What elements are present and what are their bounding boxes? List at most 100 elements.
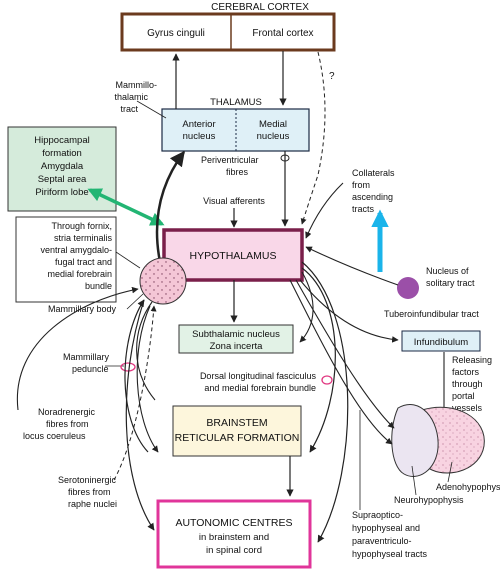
solitary-to-hypothalamus-arrow — [305, 246, 399, 286]
limbic-line-2: formation — [42, 148, 82, 159]
uncertain-connection-mark: ? — [329, 71, 335, 82]
serotoninergic-dashed-arrow — [113, 305, 157, 481]
collaterals-line-3: ascending — [352, 192, 393, 202]
supraoptico-tract-arrow-2 — [289, 279, 393, 445]
limbic-line-4: Septal area — [38, 174, 87, 185]
neurohypophysis-shape — [391, 403, 439, 477]
autonomic-centres-box — [156, 499, 312, 569]
periventricular-section-mark — [280, 154, 290, 162]
limbic-hypothalamus-green-arrow — [87, 188, 165, 226]
visual-afferents-label: Visual afferents — [203, 196, 265, 206]
pathways-line-2: stria terminalis — [54, 233, 113, 243]
infundibulum-label: Infundibulum — [414, 337, 468, 348]
releasing-line-4: portal — [452, 391, 475, 401]
pathways-line-1: Through fornix, — [51, 221, 112, 231]
mammillary-body-texture — [140, 258, 186, 304]
cortex-box — [120, 12, 336, 52]
supraoptico-line-3: paraventriculo- — [352, 536, 412, 546]
noradrenergic-arrow — [16, 286, 139, 411]
solitary-nucleus-line-2: solitary tract — [426, 278, 475, 288]
adenohypophysis-pointer — [447, 461, 453, 483]
pathways-line-6: bundle — [85, 281, 112, 291]
hypothalamus-to-autonomic-arrow — [301, 261, 349, 543]
dorsal-longitudinal-line-1: Dorsal longitudinal fasciculus — [200, 371, 317, 381]
hypothalamus-to-brainstem-arrow — [301, 267, 336, 453]
serotoninergic-line-2: fibres from — [68, 487, 111, 497]
noradrenergic-line-3: locus coeruleus — [23, 431, 86, 441]
medial-nucleus-line2: nucleus — [257, 131, 290, 142]
mammillary-to-brainstem-arrow — [136, 305, 159, 453]
tuberoinfundibular-label: Tuberoinfundibular tract — [384, 309, 479, 319]
thalamus-title: THALAMUS — [210, 97, 262, 108]
infundibulum-box — [401, 330, 481, 352]
adenohypophysis-label: Adenohypophysis — [436, 482, 500, 492]
supraoptico-line-1: Supraoptico- — [352, 510, 403, 520]
solitary-nucleus-line-1: Nucleus of — [426, 266, 469, 276]
solitary-nucleus-dot — [397, 277, 419, 299]
gyrus-cinguli-label: Gyrus cinguli — [147, 28, 205, 39]
mammillary-peduncle-line-2: peduncle — [72, 364, 109, 374]
limbic-line-1: Hippocampal — [34, 135, 89, 146]
limbic-line-5: Piriform lobe — [35, 187, 88, 198]
noradrenergic-line-1: Noradrenergic — [38, 407, 96, 417]
anterior-nucleus-line1: Anterior — [182, 119, 215, 130]
mammillothalamic-tract-arrow — [155, 150, 186, 263]
neurohypophysis-label: Neurohypophysis — [394, 495, 464, 505]
mammillary-to-autonomic-arrow — [125, 299, 155, 531]
collaterals-line-2: from — [352, 180, 370, 190]
mammillary-peduncle-line-1: Mammillary — [63, 352, 109, 362]
frontal-cortex-label: Frontal cortex — [252, 28, 313, 39]
periventricular-line-2: fibres — [226, 167, 249, 177]
noradrenergic-line-2: fibres from — [46, 419, 89, 429]
hypothalamus-to-subthalamic-side-arrow — [299, 271, 314, 343]
subthalamic-box — [178, 324, 294, 354]
releasing-line-2: factors — [452, 367, 480, 377]
frontal-to-hypothalamus-dashed-arrow — [300, 51, 326, 225]
collaterals-arrow — [305, 182, 344, 239]
autonomic-line-1: AUTONOMIC CENTRES — [175, 517, 292, 529]
cortex-title: CEREBRAL CORTEX — [211, 2, 309, 13]
medial-nucleus-line1: Medial — [259, 119, 287, 130]
mammillary-body-label: Mammillary body — [48, 304, 117, 314]
hypothalamus-label: HYPOTHALAMUS — [190, 250, 277, 262]
autonomic-line-3: in spinal cord — [206, 545, 262, 556]
periventricular-line-1: Periventricular — [201, 155, 259, 165]
hypothalamus-box — [162, 228, 304, 282]
dorsal-fasciculus-section-mark — [321, 375, 333, 385]
serotoninergic-line-1: Serotoninergic — [58, 475, 117, 485]
supraoptico-tract-arrow-1 — [295, 279, 395, 429]
supraoptico-line-4: hypophyseal tracts — [352, 549, 428, 559]
subthalamic-line-2: Zona incerta — [210, 341, 264, 352]
mammillary-peduncle-line — [136, 301, 156, 401]
releasing-line-1: Releasing — [452, 355, 492, 365]
pathways-box-pointer — [115, 251, 141, 269]
pathways-line-5: medial forebrain — [47, 269, 112, 279]
autonomic-line-2: in brainstem and — [199, 532, 269, 543]
supraoptico-line-2: hypophyseal and — [352, 523, 420, 533]
dorsal-longitudinal-line-2: and medial forebrain bundle — [204, 383, 316, 393]
brainstem-line-2: RETICULAR FORMATION — [175, 432, 300, 444]
pathways-line-4: fugal tract and — [55, 257, 112, 267]
serotoninergic-line-3: raphe nuclei — [68, 499, 117, 509]
limbic-pathways-box — [15, 216, 117, 303]
mammillothalamic-line-2: thalamic — [114, 92, 148, 102]
mammillothalamic-pointer — [136, 100, 167, 119]
brainstem-to-mammillary-arrow — [124, 299, 149, 453]
brainstem-line-1: BRAINSTEM — [206, 417, 267, 429]
mammillary-peduncle-section-mark — [120, 362, 136, 372]
mammillothalamic-line-3: tract — [120, 104, 138, 114]
subthalamic-line-1: Subthalamic nucleus — [192, 329, 280, 340]
collaterals-line-1: Collaterals — [352, 168, 395, 178]
releasing-line-3: through — [452, 379, 483, 389]
mammillary-body-pointer — [126, 293, 144, 310]
neurohypophysis-pointer — [411, 465, 417, 496]
brainstem-reticular-box — [172, 405, 302, 457]
anterior-nucleus-line2: nucleus — [183, 131, 216, 142]
limbic-line-3: Amygdala — [41, 161, 84, 172]
releasing-line-5: vessels — [452, 403, 483, 413]
collaterals-line-4: tracts — [352, 204, 375, 214]
mammillothalamic-line-1: Mammillo- — [116, 80, 158, 90]
pathways-line-3: ventral amygdalo- — [40, 245, 112, 255]
